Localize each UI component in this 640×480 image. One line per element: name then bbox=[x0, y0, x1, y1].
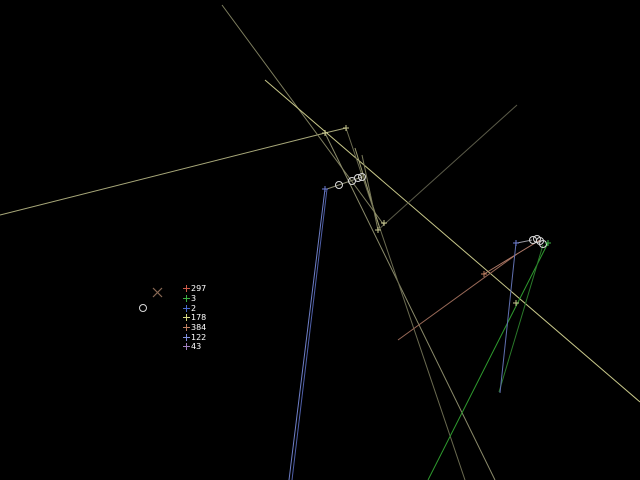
plus-marker-icon bbox=[322, 130, 328, 136]
plus-marker-icon bbox=[183, 304, 190, 312]
legend: 297 3 2 178 384 122 43 bbox=[183, 284, 206, 352]
circle-marker-icon bbox=[539, 240, 547, 248]
trajectory-line bbox=[221, 4, 385, 226]
legend-label: 43 bbox=[191, 342, 202, 352]
plus-marker-icon bbox=[481, 271, 487, 277]
circle-marker-icon bbox=[335, 181, 343, 189]
circle-marker-icon bbox=[354, 174, 362, 182]
trajectory-line bbox=[324, 132, 496, 480]
plus-marker-icon bbox=[513, 300, 519, 306]
plus-marker-icon bbox=[183, 314, 190, 322]
trajectory-line bbox=[483, 239, 541, 275]
plus-marker-icon bbox=[183, 324, 190, 332]
circle-markers bbox=[139, 173, 547, 312]
plus-markers bbox=[322, 125, 551, 306]
trajectory-line bbox=[354, 147, 381, 230]
plus-marker-icon bbox=[183, 295, 190, 303]
trajectory-line bbox=[264, 79, 640, 403]
trajectory-line bbox=[324, 127, 347, 134]
legend-item: 3 bbox=[183, 294, 206, 304]
legend-item: 43 bbox=[183, 342, 206, 352]
plus-marker-icon bbox=[343, 125, 349, 131]
trajectory-line bbox=[326, 176, 363, 190]
trajectory-line bbox=[397, 253, 518, 341]
legend-item: 297 bbox=[183, 284, 206, 294]
legend-item: 122 bbox=[183, 332, 206, 342]
circle-marker-icon bbox=[139, 304, 147, 312]
plus-marker-icon bbox=[183, 333, 190, 341]
plus-marker-icon bbox=[183, 285, 190, 293]
plus-marker-icon bbox=[513, 240, 519, 246]
legend-label: 384 bbox=[191, 323, 207, 333]
circle-marker-icon bbox=[358, 173, 366, 181]
trajectory-lines bbox=[0, 4, 640, 480]
trajectory-line bbox=[345, 127, 466, 480]
trajectory-line bbox=[0, 132, 326, 216]
legend-label: 3 bbox=[191, 294, 197, 304]
plus-marker-icon bbox=[322, 186, 328, 192]
legend-item: 178 bbox=[183, 313, 206, 323]
trajectory-line bbox=[361, 154, 379, 231]
legend-label: 2 bbox=[191, 303, 197, 313]
trajectory-line bbox=[498, 244, 544, 393]
trajectory-line bbox=[427, 242, 549, 480]
plus-marker-icon bbox=[545, 240, 551, 246]
trajectory-line bbox=[377, 104, 518, 231]
trajectory-line bbox=[291, 188, 328, 480]
plus-marker-icon bbox=[183, 343, 190, 351]
cross-marker-icon bbox=[152, 287, 163, 298]
trajectory-line bbox=[499, 242, 517, 394]
legend-item: 384 bbox=[183, 323, 206, 333]
plus-marker-icon bbox=[375, 227, 381, 233]
legend-item: 2 bbox=[183, 303, 206, 313]
legend-label: 297 bbox=[191, 284, 207, 294]
plus-marker-icon bbox=[381, 220, 387, 226]
legend-label: 122 bbox=[191, 332, 207, 342]
trajectory-line bbox=[288, 188, 326, 480]
legend-label: 178 bbox=[191, 313, 207, 323]
